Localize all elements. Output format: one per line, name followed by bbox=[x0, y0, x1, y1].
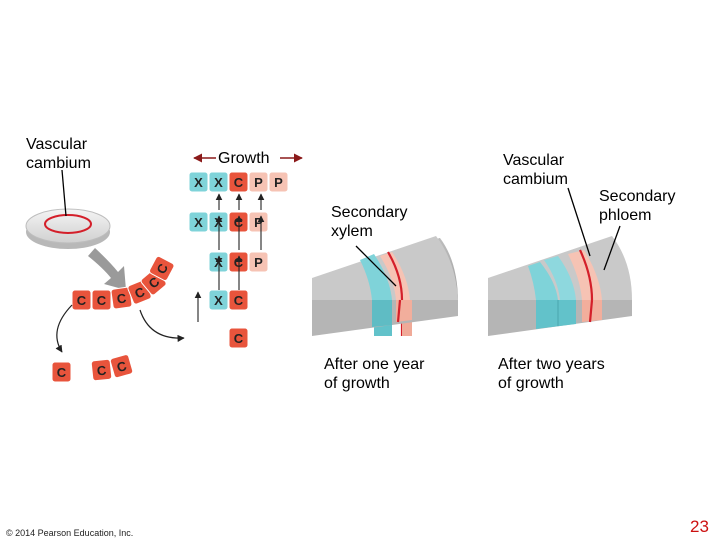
copyright-notice: © 2014 Pearson Education, Inc. bbox=[6, 528, 133, 538]
page-number: 23 bbox=[690, 517, 709, 537]
strip-cell: C bbox=[92, 290, 111, 310]
cell-p: P bbox=[249, 172, 268, 192]
cell-letter: C bbox=[234, 175, 244, 190]
cell-letter: C bbox=[234, 293, 244, 308]
curved-arrow-right bbox=[140, 310, 184, 338]
cell-x: X bbox=[189, 172, 208, 192]
cell-letter: C bbox=[57, 365, 67, 380]
vascular-cambium-pointer-right bbox=[568, 188, 590, 256]
cell-letter: X bbox=[214, 175, 223, 190]
strip-cell: C bbox=[72, 290, 91, 310]
cell-p: P bbox=[249, 212, 268, 232]
vascular-cambium-label-right: Vascular cambium bbox=[503, 151, 568, 189]
after-one-year-label: After one year of growth bbox=[324, 355, 425, 393]
cell-letter: P bbox=[254, 175, 263, 190]
cell-x: X bbox=[209, 290, 228, 310]
secondary-phloem-label: Secondary phloem bbox=[599, 187, 676, 225]
cell-p: P bbox=[249, 252, 268, 272]
cell-letter: P bbox=[254, 215, 263, 230]
cell-p: P bbox=[269, 172, 288, 192]
cell-c: C bbox=[229, 172, 248, 192]
curved-arrow-down bbox=[57, 305, 72, 352]
after-two-years-label: After two years of growth bbox=[498, 355, 605, 393]
cell-letter: P bbox=[274, 175, 283, 190]
cell-letter: X bbox=[214, 293, 223, 308]
cell-x: X bbox=[209, 172, 228, 192]
cell-c: C bbox=[229, 290, 248, 310]
strip-cell: C bbox=[110, 354, 134, 378]
zoom-arrow bbox=[88, 248, 126, 290]
vascular-cambium-label-left: Vascular cambium bbox=[26, 135, 91, 173]
growth-label: Growth bbox=[218, 149, 270, 168]
stem-disc bbox=[26, 209, 110, 249]
secondary-xylem-label: Secondary xylem bbox=[331, 203, 408, 241]
cell-division-sequence: XXCPPXXCPXCPXCC bbox=[189, 172, 288, 348]
cell-letter: C bbox=[77, 293, 87, 308]
strip-cell: C bbox=[52, 362, 71, 382]
cell-c: C bbox=[229, 328, 248, 348]
cell-letter: P bbox=[254, 255, 263, 270]
wedge-one-year bbox=[312, 236, 458, 336]
cell-letter: X bbox=[194, 215, 203, 230]
cell-letter: X bbox=[194, 175, 203, 190]
strip-cell: C bbox=[91, 359, 112, 381]
cell-letter: C bbox=[97, 293, 107, 308]
cell-x: X bbox=[189, 212, 208, 232]
cell-letter: C bbox=[234, 331, 244, 346]
